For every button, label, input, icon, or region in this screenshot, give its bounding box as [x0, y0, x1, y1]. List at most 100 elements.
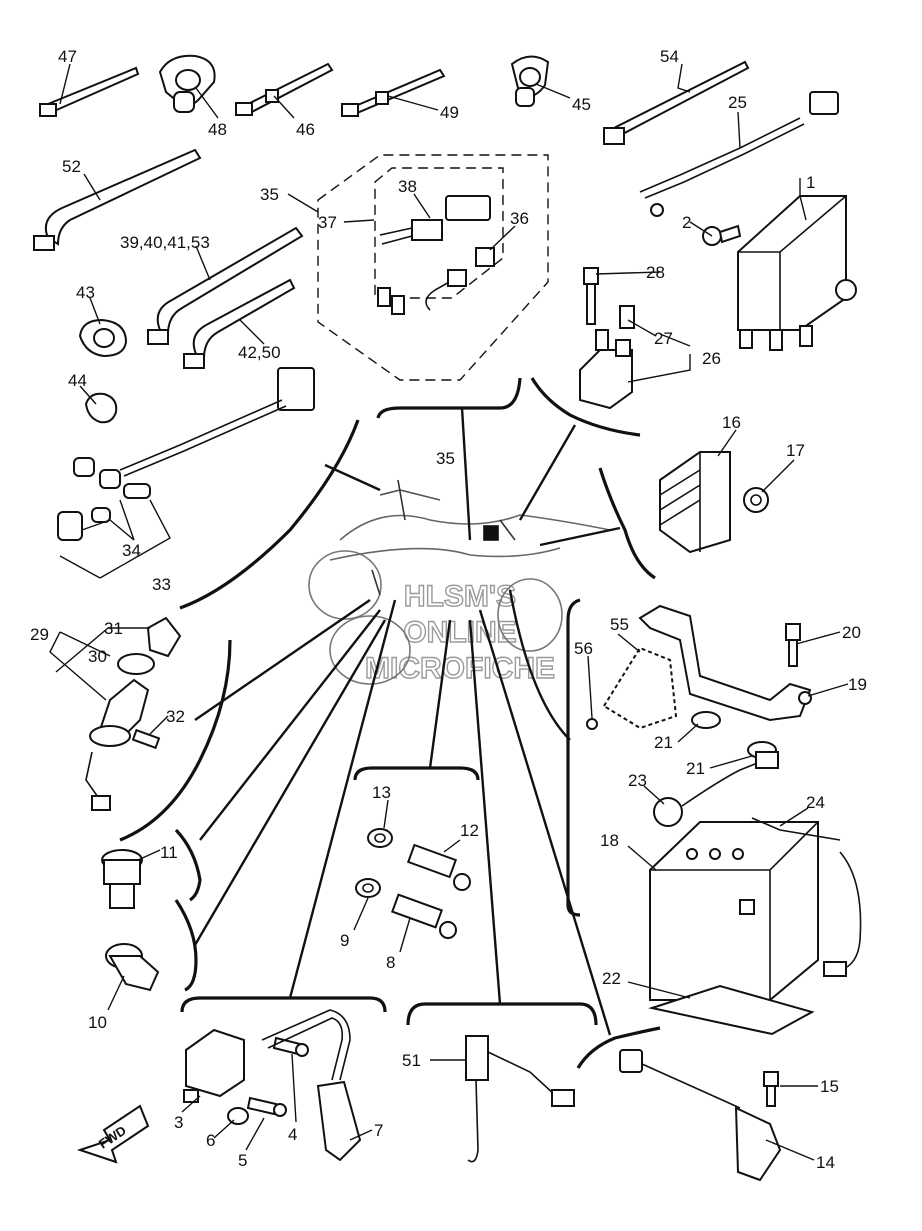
callout-labels: 47 48 46 49 45 54 25 1 2 52 35 37 38 36 … [30, 47, 867, 1172]
part-22-pad [648, 984, 815, 1036]
part-19-bracket [638, 604, 812, 722]
callout-leaders [49, 63, 849, 1161]
callout-12: 12 [460, 821, 479, 840]
part-33-harness [57, 367, 315, 541]
callout-25: 25 [728, 93, 747, 112]
part-25-lead [639, 91, 839, 217]
callout-47: 47 [58, 47, 77, 66]
callout-26: 26 [702, 349, 721, 368]
callout-54: 54 [660, 47, 679, 66]
part-49-tie [341, 68, 446, 118]
callout-10: 10 [88, 1013, 107, 1032]
callout-22: 22 [602, 969, 621, 988]
part-23-cap [653, 751, 779, 827]
dashed-kit-box [317, 154, 549, 381]
fwd-arrow: FWD [76, 1104, 150, 1164]
part-39-tie [147, 226, 304, 345]
part-10-switch [105, 943, 160, 992]
part-52-tie [33, 148, 202, 251]
part-26-relay [579, 305, 635, 410]
part-43-clamp [78, 318, 128, 358]
callout-33: 33 [152, 575, 171, 594]
part-13-washer [367, 828, 393, 848]
callout-35b: 35 [436, 449, 455, 468]
callout-6: 6 [206, 1131, 215, 1150]
callout-20: 20 [842, 623, 861, 642]
callout-30: 30 [88, 647, 107, 666]
callout-18: 18 [600, 831, 619, 850]
part-2-screw [702, 224, 742, 246]
part-28-bolt [583, 267, 599, 325]
callout-19: 19 [848, 675, 867, 694]
callout-8: 8 [386, 953, 395, 972]
callout-34: 34 [122, 541, 141, 560]
central-leaders [193, 407, 621, 1036]
callout-49: 49 [440, 103, 459, 122]
callout-56: 56 [574, 639, 593, 658]
callout-24: 24 [806, 793, 825, 812]
part-15-bolt [763, 1071, 779, 1107]
part-12-sensor [406, 843, 471, 891]
part-14-sensor [619, 1049, 782, 1182]
callout-38: 38 [398, 177, 417, 196]
callout-39: 39,40,41,53 [120, 233, 210, 252]
callout-21a: 21 [654, 733, 673, 752]
part-48-clamp [158, 54, 216, 113]
part-47-tie [39, 66, 140, 117]
callout-51: 51 [402, 1051, 421, 1070]
callout-55: 55 [610, 615, 629, 634]
callout-4: 4 [288, 1125, 297, 1144]
part-51-switch [465, 1035, 575, 1163]
part-8-sensor [391, 893, 457, 939]
part-16-regulator [659, 451, 731, 554]
part-38-assembly [377, 195, 491, 315]
callout-42: 42,50 [238, 343, 281, 362]
part-17-nut [743, 487, 769, 513]
part-54-tie [603, 60, 750, 145]
part-1-unit [737, 195, 857, 351]
callout-44: 44 [68, 371, 87, 390]
callout-43: 43 [76, 283, 95, 302]
callout-9: 9 [340, 931, 349, 950]
callout-16: 16 [722, 413, 741, 432]
callout-31: 31 [104, 619, 123, 638]
part-3-coil [183, 1028, 245, 1103]
callout-52: 52 [62, 157, 81, 176]
part-56-pin [586, 718, 598, 730]
callout-35a: 35 [260, 185, 279, 204]
callout-5: 5 [238, 1151, 247, 1170]
callout-3: 3 [174, 1113, 183, 1132]
watermark-line3: MICROFICHE [365, 652, 555, 685]
callout-7: 7 [374, 1121, 383, 1140]
part-18-battery [649, 821, 819, 1001]
part-55-plate [602, 646, 678, 730]
callout-28: 28 [646, 263, 665, 282]
part-42-tie [183, 278, 296, 369]
callout-1: 1 [806, 173, 815, 192]
dashed-sub-box [374, 167, 504, 299]
part-7-cap [261, 1009, 362, 1162]
callout-21b: 21 [686, 759, 705, 778]
callout-14: 14 [816, 1153, 835, 1172]
part-9-washer [355, 878, 381, 898]
callout-27: 27 [654, 329, 673, 348]
callout-23: 23 [628, 771, 647, 790]
atv-outline [308, 479, 611, 685]
callout-2: 2 [682, 213, 691, 232]
part-6-washer [227, 1107, 249, 1125]
part-24-cable [751, 817, 862, 977]
part-5-bolt [246, 1096, 287, 1117]
callout-32: 32 [166, 707, 185, 726]
callout-48: 48 [208, 120, 227, 139]
callout-46: 46 [296, 120, 315, 139]
part-11-sensor [101, 849, 143, 909]
part-36-connector [425, 247, 495, 311]
part-4-bolt [272, 1036, 309, 1057]
callout-36: 36 [510, 209, 529, 228]
part-29-switch [85, 616, 182, 811]
part-46-tie [235, 62, 334, 117]
watermark: HLSM'S ONLINE MICROFICHE [364, 579, 555, 685]
part-45-clamp [510, 55, 550, 107]
callout-37: 37 [318, 213, 337, 232]
